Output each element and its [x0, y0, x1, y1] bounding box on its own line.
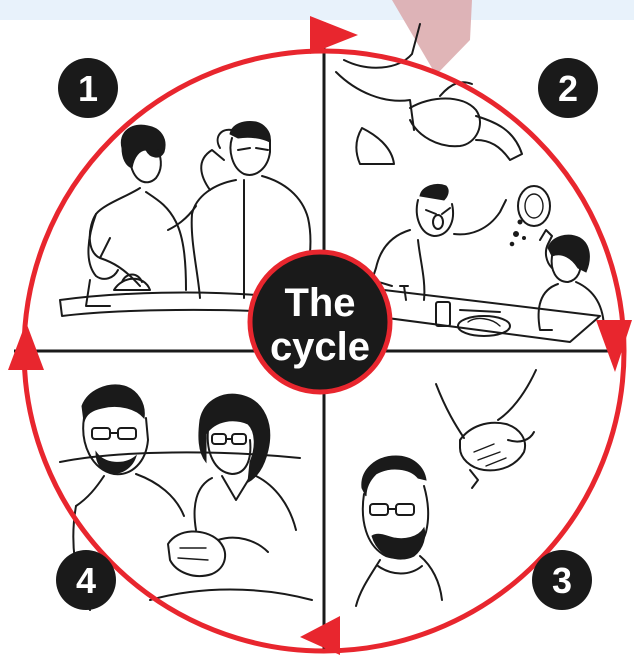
- stage-number-4: 4: [76, 560, 96, 601]
- center-hub: The cycle: [250, 252, 390, 392]
- stage-badge-3: 3: [532, 550, 592, 610]
- stage-number-2: 2: [558, 68, 578, 109]
- stage-badge-1: 1: [58, 58, 118, 118]
- center-title-line2: cycle: [270, 325, 370, 369]
- stage-badge-2: 2: [538, 58, 598, 118]
- center-title-line1: The: [284, 281, 355, 325]
- top-banner: [0, 0, 634, 20]
- stage-number-1: 1: [78, 68, 98, 109]
- cycle-arrow-icon-top: [310, 16, 358, 54]
- cycle-arrow-icon-left: [8, 322, 44, 370]
- stage-badge-4: 4: [56, 550, 116, 610]
- stage-number-3: 3: [552, 560, 572, 601]
- illustration-stage-3: [356, 370, 536, 606]
- cycle-arrow-icon-right: [596, 320, 632, 372]
